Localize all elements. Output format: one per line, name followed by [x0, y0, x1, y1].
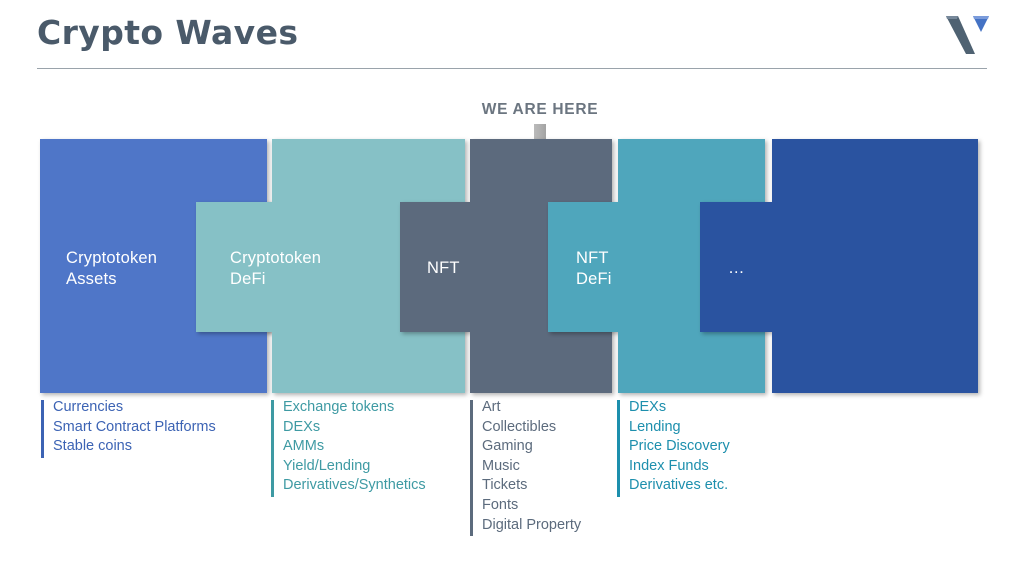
list-accent-bar	[470, 400, 473, 536]
list-cryptotoken-assets: Currencies Smart Contract Platforms Stab…	[41, 398, 216, 457]
list-item: Price Discovery	[629, 438, 730, 455]
list-item: Yield/Lending	[283, 457, 371, 474]
we-are-here-label: WE ARE HERE	[481, 101, 599, 118]
list-item: Art	[482, 399, 501, 415]
list-accent-bar	[41, 400, 44, 458]
list-item: Digital Property	[482, 516, 582, 533]
list-item: DEXs	[283, 418, 321, 435]
wave-label-cryptotoken-defi: Cryptotoken DeFi	[230, 249, 322, 288]
wave-label-nft: NFT	[427, 259, 460, 277]
list-item: Stable coins	[53, 438, 132, 455]
list-item: Currencies	[53, 399, 124, 415]
slide-header: Crypto Waves	[0, 0, 1024, 74]
wave-items-cryptotoken-defi: Exchange tokens DEXs AMMs Yield/Lending …	[271, 398, 426, 497]
arrow-down-icon	[522, 124, 558, 176]
wave-label-cryptotoken-assets: Cryptotoken Assets	[66, 249, 158, 288]
list-item: Smart Contract Platforms	[53, 418, 216, 435]
list-item: Music	[482, 457, 520, 474]
list-accent-bar	[617, 400, 620, 497]
list-item: Exchange tokens	[283, 399, 395, 415]
wave-items-nft: Art Collectibles Gaming Music Tickets Fo…	[470, 398, 581, 536]
header-divider	[37, 68, 987, 69]
list-cryptotoken-defi: Exchange tokens DEXs AMMs Yield/Lending …	[271, 398, 426, 496]
list-item: Index Funds	[629, 457, 709, 474]
list-item: Collectibles	[482, 418, 557, 435]
list-item: Fonts	[482, 496, 519, 513]
list-item: Derivatives/Synthetics	[283, 477, 426, 494]
list-nft-defi: DEXs Lending Price Discovery Index Funds…	[617, 398, 730, 496]
list-item: Gaming	[482, 438, 533, 455]
list-item: DEXs	[629, 399, 667, 415]
v-brand-logo	[940, 12, 994, 58]
list-nft: Art Collectibles Gaming Music Tickets Fo…	[470, 398, 581, 535]
wave-label-future: …	[728, 259, 748, 277]
list-item: AMMs	[283, 438, 325, 455]
list-item: Lending	[629, 418, 681, 435]
wave-items-nft-defi: DEXs Lending Price Discovery Index Funds…	[617, 398, 730, 497]
list-accent-bar	[271, 400, 274, 497]
page-title: Crypto Waves	[37, 13, 299, 52]
wave-items-cryptotoken-assets: Currencies Smart Contract Platforms Stab…	[41, 398, 216, 458]
wave-label-nft-defi: NFT DeFi	[576, 249, 612, 288]
list-item: Tickets	[482, 477, 528, 494]
list-item: Derivatives etc.	[629, 477, 729, 494]
